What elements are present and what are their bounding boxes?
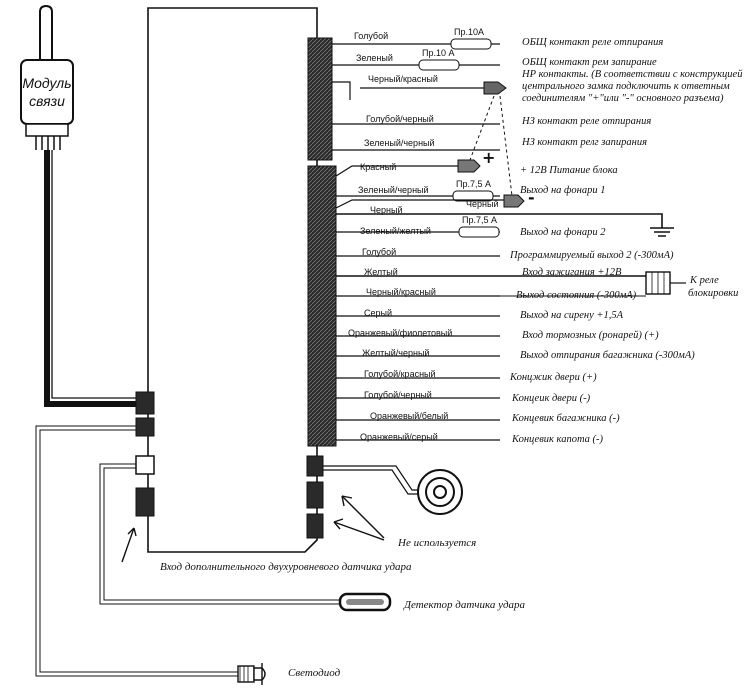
- wire-label: Черный: [370, 205, 403, 215]
- not-used-arrow-2: [333, 521, 385, 541]
- black-wire-label: Черный: [466, 199, 499, 209]
- function-label: Выход состояния (-300мА): [516, 290, 637, 301]
- wire-label: Зеленый/черный: [358, 185, 429, 195]
- module-base: [25, 123, 69, 137]
- fuse-label: Пр.7,5 А: [456, 179, 491, 189]
- fuse-label: Пр.10А: [454, 27, 484, 37]
- function-label: Концевик капота (-): [512, 434, 604, 445]
- function-label: Концжик двери (+): [510, 372, 597, 383]
- dashed-link-2: [499, 95, 513, 197]
- plus-sign: +: [482, 148, 496, 167]
- function-label: Программируемый выход 2 (-300мА): [510, 250, 674, 261]
- wire-label: Голубой/черный: [364, 390, 432, 400]
- wire-label: Голубой: [362, 247, 397, 257]
- shock-input-arrow: [121, 527, 135, 563]
- wire-label: Оранжевый/фиолетовый: [348, 328, 453, 338]
- function-label: НР контакты. (В соответствии с конструкц…: [522, 69, 743, 80]
- not-used-label: Не используется: [398, 537, 477, 549]
- function-label: Концеик двери (-): [512, 393, 591, 404]
- dashed-link-1: [469, 95, 495, 161]
- wire-label: Желтый/черный: [362, 348, 430, 358]
- right-connector-2: [306, 481, 324, 509]
- function-label: НЗ контакт релг запирания: [522, 137, 647, 148]
- right-connector-1: [306, 455, 324, 477]
- lower-connector: [307, 165, 337, 447]
- module-label-2: связи: [29, 93, 65, 109]
- function-label: Вход тормозных (ронарей) (+): [522, 330, 659, 341]
- wire-label: Черный/красный: [368, 74, 438, 84]
- wire-label: Черный/красный: [366, 287, 436, 297]
- function-label: Выход отпирания багажника (-300мА): [520, 350, 695, 361]
- wire-label: Серый: [364, 308, 393, 318]
- function-label: + 12В Питание блока: [520, 165, 618, 176]
- fuse-label: Пр.10 А: [422, 48, 455, 58]
- right-connector-3: [306, 513, 324, 539]
- relay-label-1: К реле: [690, 275, 719, 286]
- left-connector-1: [135, 391, 155, 415]
- module-harness: [44, 150, 136, 407]
- shock-detector-label: Детектор датчика удара: [404, 599, 526, 611]
- fuse-10a-2: [418, 59, 460, 71]
- upper-connector: [307, 37, 333, 161]
- minus-sign: -: [528, 188, 535, 207]
- wire-label: Оранжевый/серый: [360, 432, 438, 442]
- fuse-label: Пр.7,5 А: [462, 215, 497, 225]
- function-label: НЗ контакт реле отпирания: [522, 116, 652, 127]
- module-box: [20, 59, 74, 125]
- function-label: центрального замка подключить к ответным: [522, 81, 730, 92]
- function-label: ОБЩ контакт реле отпирания: [522, 37, 664, 48]
- fuse-10a-1: [450, 38, 492, 50]
- wire-label: Голубой/черный: [366, 114, 434, 124]
- main-unit: [147, 7, 318, 553]
- left-connector-2: [135, 417, 155, 437]
- wire-label: Красный: [360, 162, 397, 172]
- function-label: Концевик багажника (-): [512, 413, 620, 424]
- fuse-7-5a-2: [458, 226, 500, 238]
- wire-label: Зеленый: [356, 53, 393, 63]
- ground-symbol: [650, 227, 674, 237]
- function-label: Выход на фонари 1: [520, 185, 606, 196]
- wire-label: Оранжевый/белый: [370, 411, 449, 421]
- plus-plug: [457, 159, 481, 173]
- antenna: [39, 4, 53, 70]
- not-used-arrow-1: [341, 495, 385, 539]
- function-label: Выход на фонари 2: [520, 227, 606, 238]
- function-label: Выход на сирену +1,5А: [520, 310, 623, 321]
- function-label: ОБЩ контакт рем запирание: [522, 57, 657, 68]
- led-head: [253, 667, 266, 681]
- siren-inner: [433, 485, 447, 499]
- nr-plug: [483, 81, 507, 95]
- left-connector-white: [135, 455, 155, 475]
- function-label: Вход зажигания +12В: [522, 267, 622, 278]
- relay-label-2: блокировки: [688, 288, 739, 299]
- wire-label: Зеленый/желтый: [360, 226, 431, 236]
- shock-input-label: Вход дополнительного двухуровневого датч…: [160, 561, 412, 573]
- minus-plug: [503, 194, 525, 208]
- wire-label: Желтый: [364, 267, 398, 277]
- shock-detector-wire: [99, 463, 342, 605]
- module-label-1: Модуль: [22, 75, 72, 91]
- fuse-7-5a-1: [452, 190, 494, 202]
- function-label: соединителям "+"или "-" основного разъем…: [522, 93, 724, 104]
- wire-label: Зеленый/черный: [364, 138, 435, 148]
- led-label: Светодиод: [288, 667, 341, 679]
- module-cable: [35, 136, 61, 150]
- wire-label: Голубой/красный: [364, 369, 436, 379]
- led-wire: [35, 425, 238, 677]
- left-connector-3: [135, 487, 155, 517]
- wire-label: Голубой: [354, 31, 389, 41]
